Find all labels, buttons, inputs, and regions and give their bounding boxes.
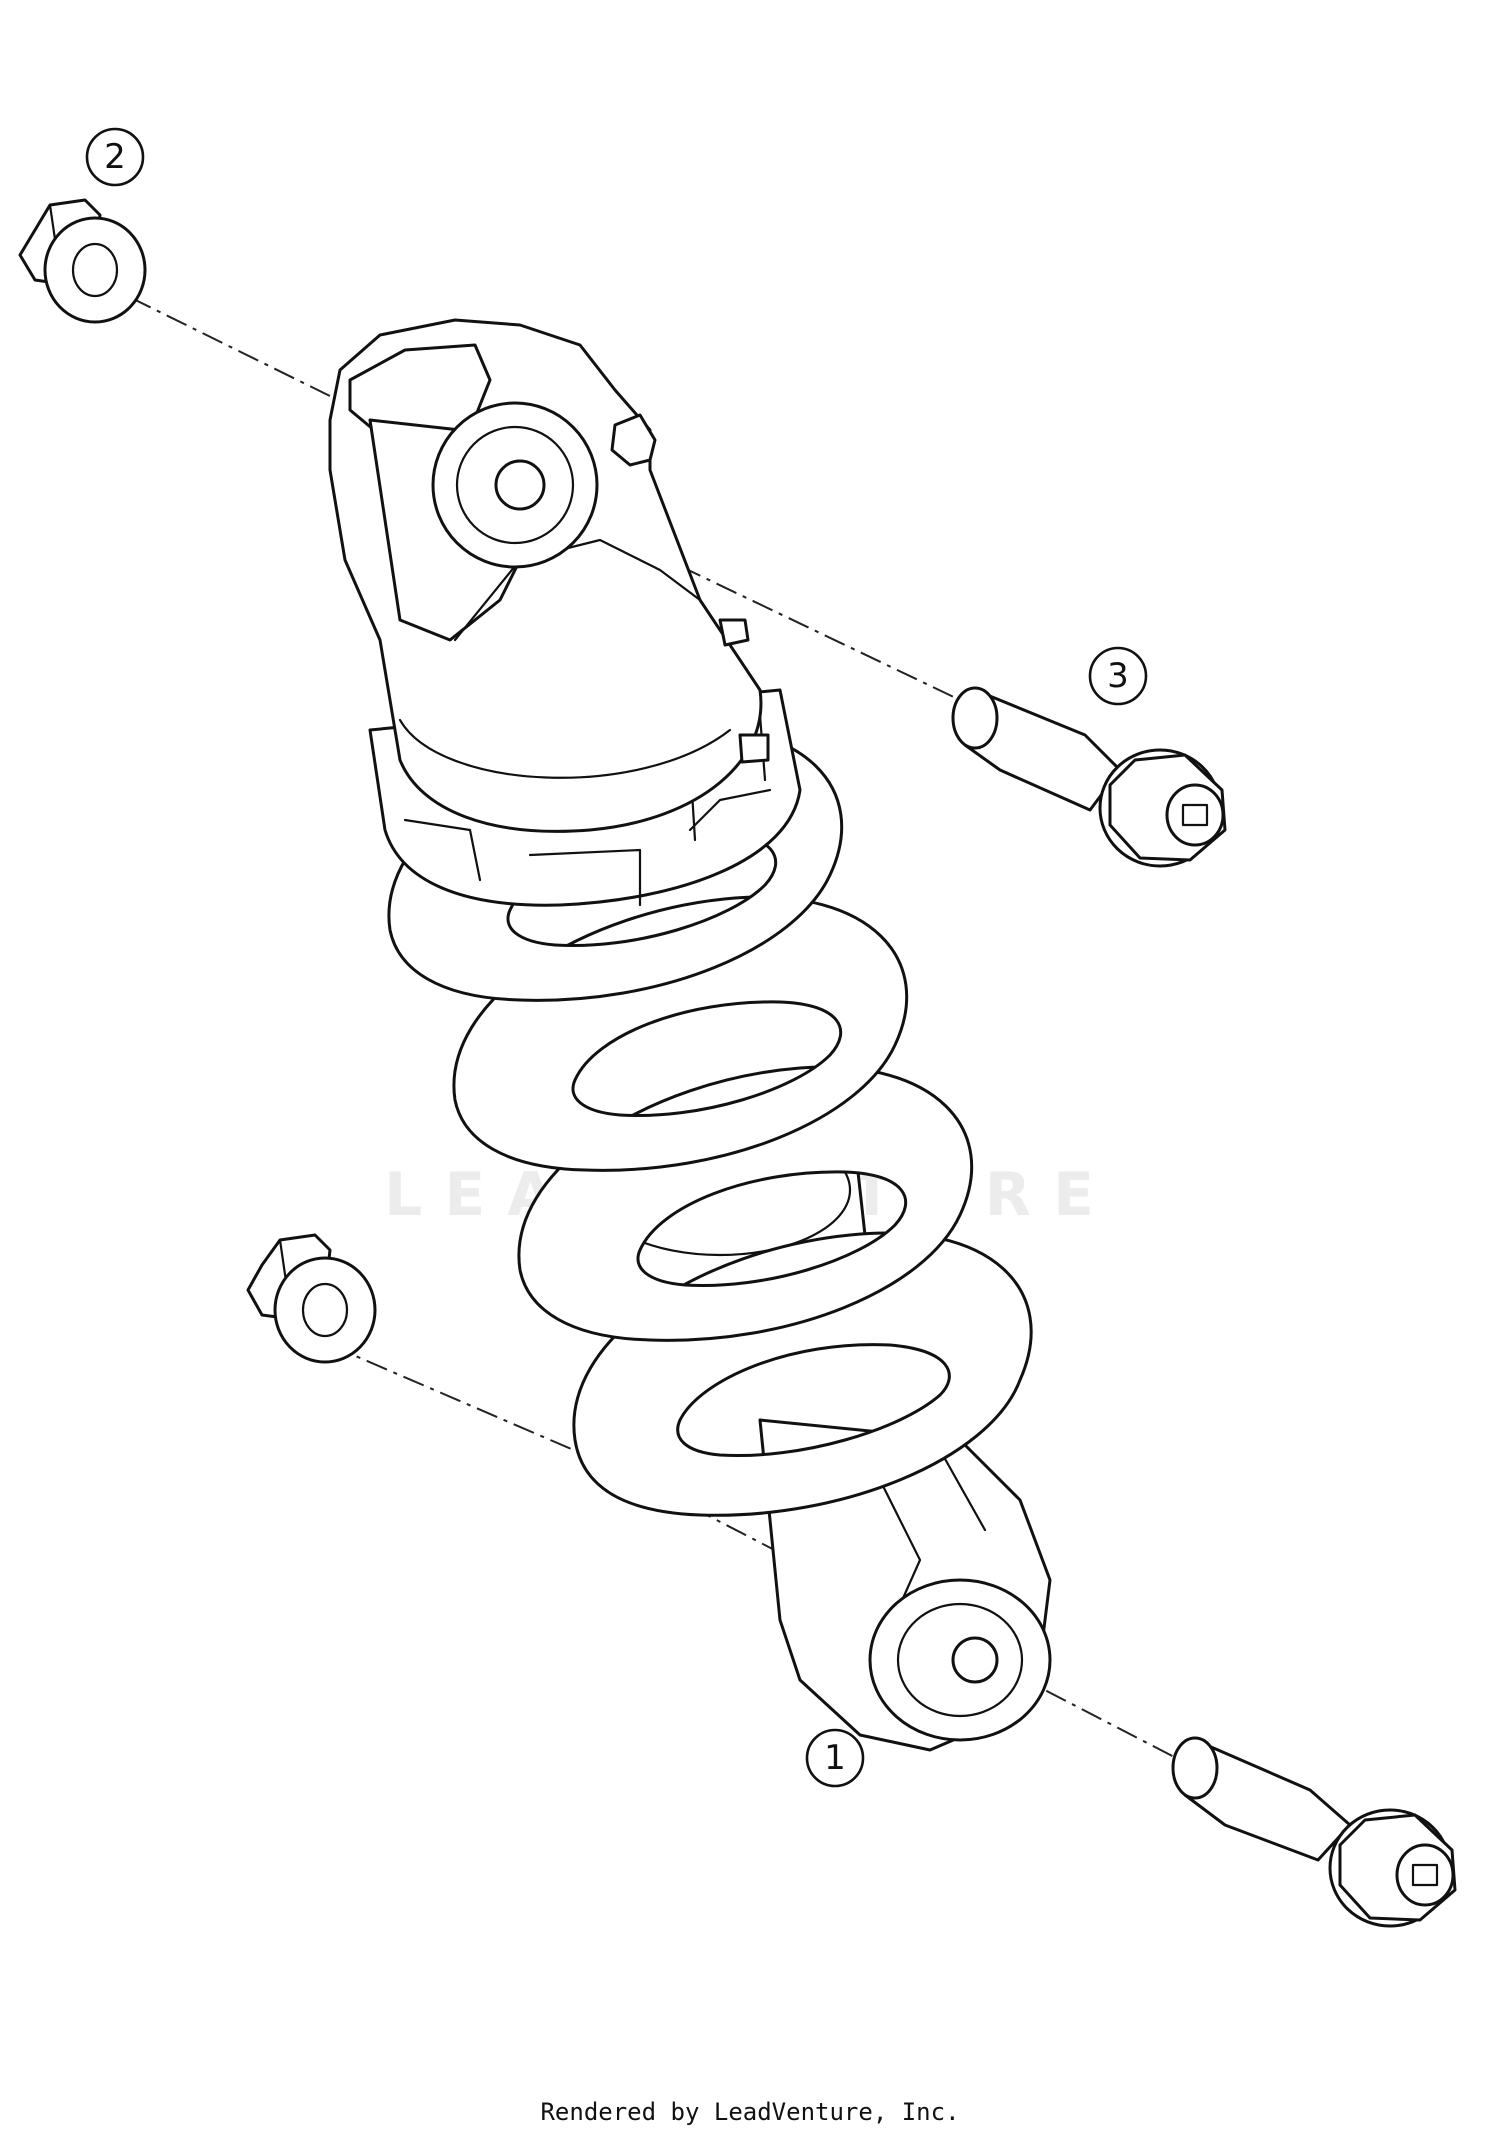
lower-mounting-bolt	[1171, 1736, 1457, 1928]
footer-credit: Rendered by LeadVenture, Inc.	[540, 2098, 960, 2126]
callout-1-label: 1	[824, 1738, 846, 1778]
callout-3-label: 3	[1107, 656, 1129, 696]
callout-2: 2	[85, 127, 145, 187]
shock-upper-body	[328, 318, 770, 833]
lower-flange-nut	[246, 1233, 377, 1364]
callout-2-label: 2	[104, 137, 126, 177]
callout-1: 1	[805, 1728, 865, 1788]
shock-absorber	[328, 318, 1052, 1752]
callout-3: 3	[1088, 646, 1148, 706]
upper-mounting-bolt	[951, 686, 1227, 868]
upper-flange-nut	[18, 198, 147, 324]
